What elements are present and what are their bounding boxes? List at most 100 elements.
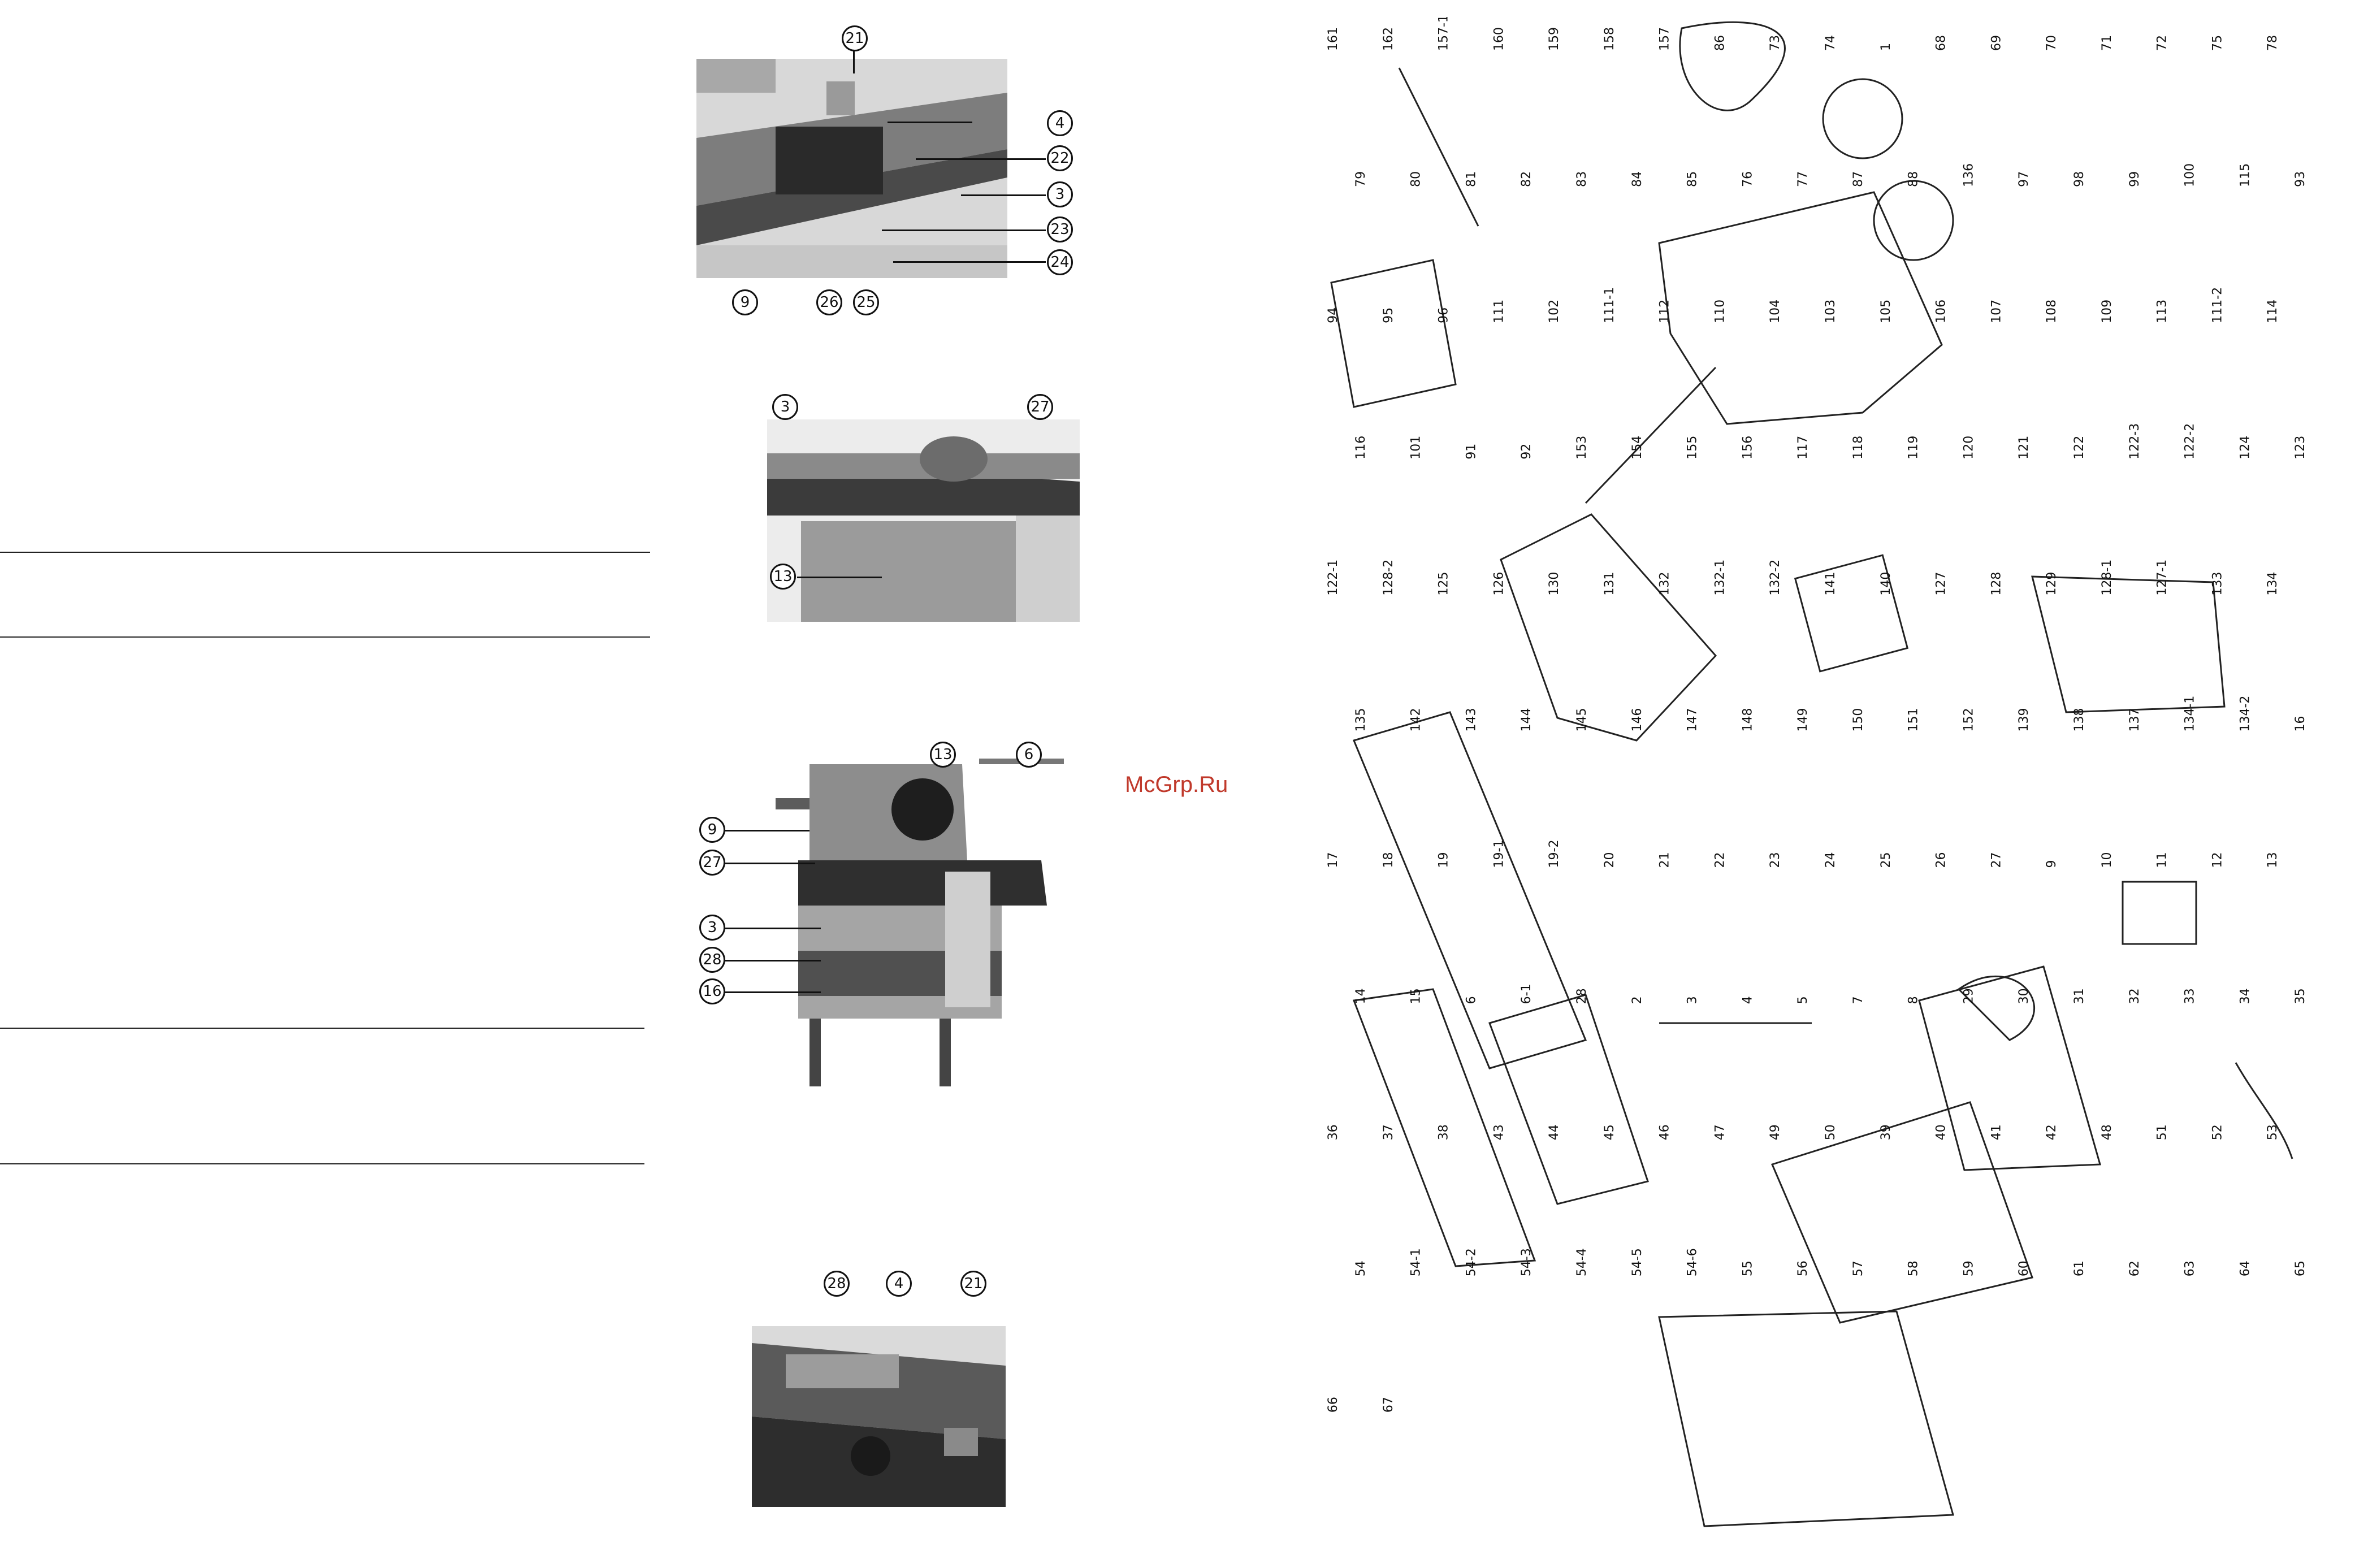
part-label-128: 128 xyxy=(1989,572,2003,596)
part-label-135: 135 xyxy=(1354,708,1368,732)
part-label-54-5: 54-5 xyxy=(1630,1248,1644,1276)
part-label-55: 55 xyxy=(1741,1261,1755,1276)
part-label-108: 108 xyxy=(2045,300,2059,323)
part-label-131: 131 xyxy=(1603,572,1617,596)
part-label-49: 49 xyxy=(1768,1124,1782,1140)
part-label-87: 87 xyxy=(1851,171,1865,187)
callout-9: 9 xyxy=(732,289,758,315)
part-label-132: 132 xyxy=(1658,572,1672,596)
part-label-24: 24 xyxy=(1824,852,1838,868)
part-label-127-1: 127-1 xyxy=(2155,560,2170,596)
part-label-38: 38 xyxy=(1437,1124,1451,1140)
part-label-61: 61 xyxy=(2072,1261,2086,1276)
part-label-53: 53 xyxy=(2266,1124,2280,1140)
callout-25: 25 xyxy=(853,289,879,315)
part-label-13: 13 xyxy=(2266,852,2280,868)
part-label-8: 8 xyxy=(1907,996,1921,1004)
part-label-29: 29 xyxy=(1962,988,1976,1004)
callout-24: 24 xyxy=(1047,249,1073,275)
part-label-160: 160 xyxy=(1492,27,1506,51)
part-label-80: 80 xyxy=(1409,171,1423,187)
callout-3c: 3 xyxy=(699,915,725,941)
part-label-17: 17 xyxy=(1326,852,1340,868)
part-label-120: 120 xyxy=(1962,436,1976,460)
part-label-85: 85 xyxy=(1686,171,1700,187)
part-label-88: 88 xyxy=(1907,171,1921,187)
part-label-72: 72 xyxy=(2155,35,2170,51)
part-label-150: 150 xyxy=(1851,708,1865,732)
part-label-54-4: 54-4 xyxy=(1575,1248,1589,1276)
part-label-52: 52 xyxy=(2210,1124,2224,1140)
part-label-44: 44 xyxy=(1547,1124,1561,1140)
part-label-159: 159 xyxy=(1547,27,1561,51)
part-label-140: 140 xyxy=(1879,572,1893,596)
part-label-110: 110 xyxy=(1713,300,1727,323)
part-label-57: 57 xyxy=(1851,1261,1865,1276)
part-label-67: 67 xyxy=(1382,1397,1396,1413)
part-label-14: 14 xyxy=(1354,988,1368,1004)
part-label-154: 154 xyxy=(1630,436,1644,460)
photo-machine-overview xyxy=(776,747,1103,1106)
part-label-134: 134 xyxy=(2266,572,2280,596)
part-label-63: 63 xyxy=(2183,1261,2197,1276)
part-label-56: 56 xyxy=(1796,1261,1810,1276)
part-label-83: 83 xyxy=(1575,171,1589,187)
part-label-50: 50 xyxy=(1824,1124,1838,1140)
part-label-27: 27 xyxy=(1989,852,2003,868)
part-label-106: 106 xyxy=(1934,300,1949,323)
part-label-112: 112 xyxy=(1658,300,1672,323)
callout-23: 23 xyxy=(1047,216,1073,242)
part-label-157: 157 xyxy=(1658,27,1672,51)
part-label-93: 93 xyxy=(2293,171,2308,187)
part-label-121: 121 xyxy=(2017,436,2031,460)
part-label-82: 82 xyxy=(1520,171,1534,187)
part-label-77: 77 xyxy=(1796,171,1810,187)
part-label-153: 153 xyxy=(1575,436,1589,460)
part-label-54-6: 54-6 xyxy=(1686,1248,1700,1276)
part-label-143: 143 xyxy=(1464,708,1478,732)
part-label-64: 64 xyxy=(2238,1261,2252,1276)
part-label-36: 36 xyxy=(1326,1124,1340,1140)
callout-4b: 4 xyxy=(886,1271,912,1297)
part-label-116: 116 xyxy=(1354,436,1368,460)
part-label-15: 15 xyxy=(1409,988,1423,1004)
part-label-117: 117 xyxy=(1796,436,1810,460)
part-label-111: 111 xyxy=(1492,300,1506,323)
part-label-148: 148 xyxy=(1741,708,1755,732)
part-label-156: 156 xyxy=(1741,436,1755,460)
part-label-132-2: 132-2 xyxy=(1768,560,1782,596)
part-label-105: 105 xyxy=(1879,300,1893,323)
part-label-70: 70 xyxy=(2045,35,2059,51)
part-label-21: 21 xyxy=(1658,852,1672,868)
text-frame-top xyxy=(0,552,650,638)
part-label-75: 75 xyxy=(2210,35,2224,51)
part-label-20: 20 xyxy=(1603,852,1617,868)
part-label-145: 145 xyxy=(1575,708,1589,732)
part-label-10: 10 xyxy=(2100,852,2114,868)
part-label-122-3: 122-3 xyxy=(2128,423,2142,460)
part-label-119: 119 xyxy=(1907,436,1921,460)
part-label-19-2: 19-2 xyxy=(1547,840,1561,868)
callout-4: 4 xyxy=(1047,110,1073,136)
part-label-86: 86 xyxy=(1713,35,1727,51)
part-label-60: 60 xyxy=(2017,1261,2031,1276)
part-label-32: 32 xyxy=(2128,988,2142,1004)
part-label-1: 1 xyxy=(1879,43,1893,51)
part-label-45: 45 xyxy=(1603,1124,1617,1140)
photo-fence-scale xyxy=(752,1326,1006,1507)
part-label-54-3: 54-3 xyxy=(1520,1248,1534,1276)
part-label-136: 136 xyxy=(1962,163,1976,187)
part-label-130: 130 xyxy=(1547,572,1561,596)
part-label-26: 26 xyxy=(1934,852,1949,868)
part-label-30: 30 xyxy=(2017,988,2031,1004)
part-label-152: 152 xyxy=(1962,708,1976,732)
part-label-79: 79 xyxy=(1354,171,1368,187)
part-label-149: 149 xyxy=(1796,708,1810,732)
part-label-147: 147 xyxy=(1686,708,1700,732)
part-label-99: 99 xyxy=(2128,171,2142,187)
part-label-141: 141 xyxy=(1824,572,1838,596)
callout-27: 27 xyxy=(1027,394,1053,420)
part-label-104: 104 xyxy=(1768,300,1782,323)
part-label-96: 96 xyxy=(1437,307,1451,323)
part-label-118: 118 xyxy=(1851,436,1865,460)
